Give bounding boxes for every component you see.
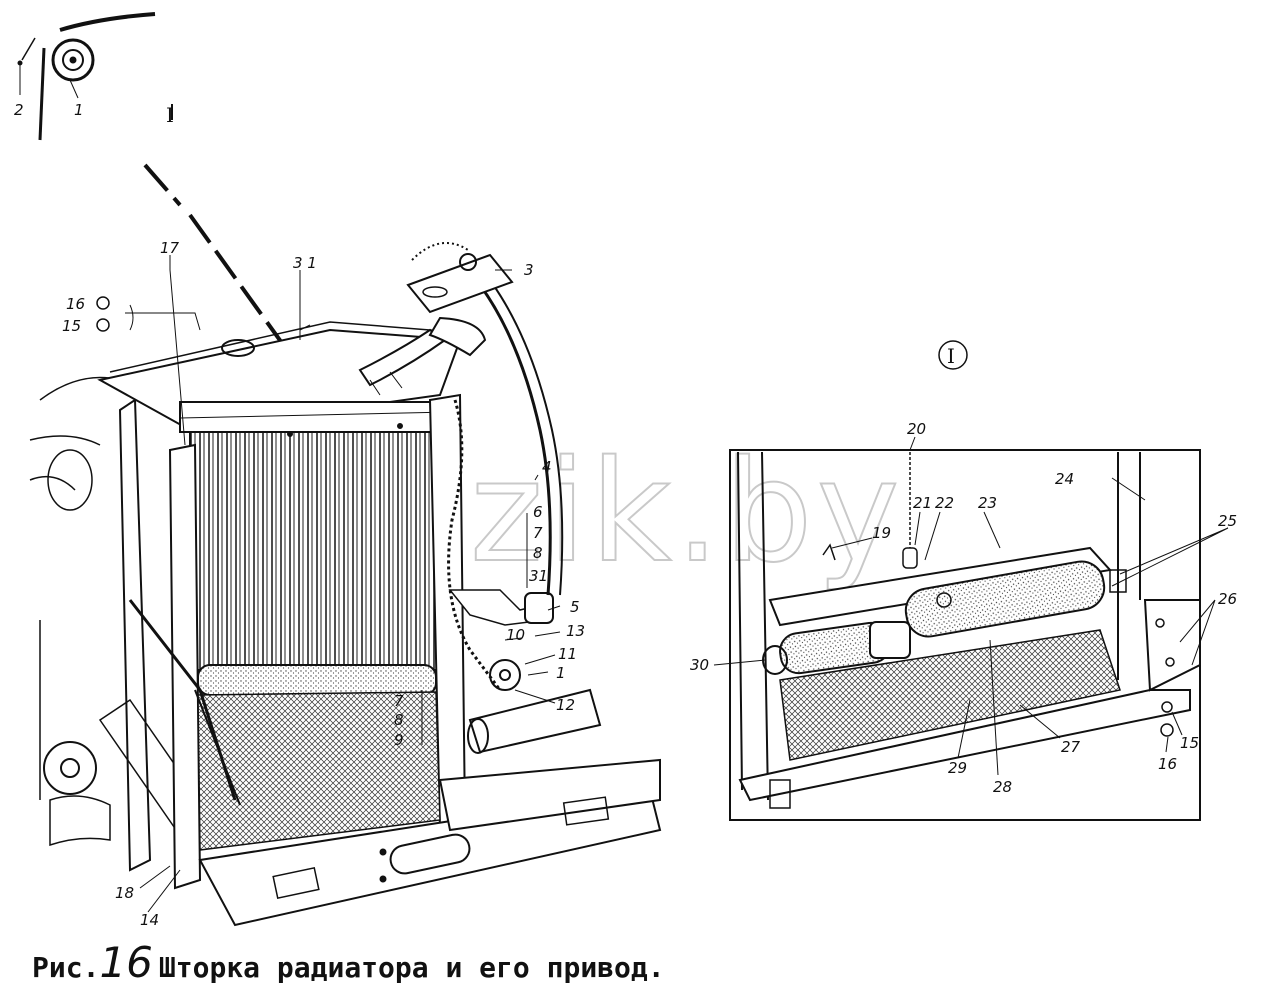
callout-15-detail: 15 [1180,734,1199,752]
radiator-assembly [29,242,662,927]
callout-9: 9 [394,731,404,749]
callout-16: 16 [66,295,85,313]
callout-29: 29 [948,759,967,777]
callout-10: 10 [506,626,525,644]
callout-23: 23 [978,494,997,512]
callout-22: 22 [935,494,954,512]
callout-15: 15 [62,317,81,335]
callout-6: 6 [533,503,543,521]
callout-7a: 7 [533,524,543,542]
callout-1-main: 1 [556,664,566,682]
callout-19: 19 [872,524,891,542]
callout-8b: 8 [394,711,404,729]
callout-8a: 8 [533,544,543,562]
callout-11: 11 [558,645,577,663]
callout-28: 28 [993,778,1012,796]
callout-31: 31 [529,567,548,585]
callout-30: 30 [690,656,709,674]
detail-marker: I [947,344,955,368]
callout-14: 14 [140,911,159,929]
callout-24: 24 [1055,470,1074,488]
callout-2: 2 [14,101,24,119]
callout-17: 17 [160,239,180,257]
callout-4: 4 [542,458,552,476]
callout-20: 20 [907,420,926,438]
caption-prefix: Рис. [32,951,100,984]
callout-1-top: 1 [74,101,84,119]
caption-title: Шторка радиатора и его привод. [158,951,665,984]
callout-18: 18 [115,884,134,902]
callout-25: 25 [1218,512,1237,530]
callout-12: 12 [556,696,575,714]
callout-21: 21 [913,494,932,512]
callout-16-detail: 16 [1158,755,1177,773]
detail-view [713,340,1229,821]
callout-31-top: 3 1 [293,254,317,272]
detail-callouts: I 20 19 21 22 23 24 25 26 30 15 16 27 29… [690,344,1237,796]
main-callouts: 3 3 1 17 16 15 4 6 7 8 31 5 10 13 11 1 1… [62,103,585,929]
view-marker-text: I [166,103,174,127]
pulley-detail [17,12,173,141]
callout-5: 5 [570,598,580,616]
callout-27: 27 [1061,738,1081,756]
leader-lines [139,255,561,913]
watermark: azik.by [380,431,903,594]
callout-7b: 7 [394,692,404,710]
callout-26: 26 [1218,590,1237,608]
callout-3: 3 [524,261,534,279]
callout-13: 13 [566,622,585,640]
caption-number: 16 [99,938,153,987]
